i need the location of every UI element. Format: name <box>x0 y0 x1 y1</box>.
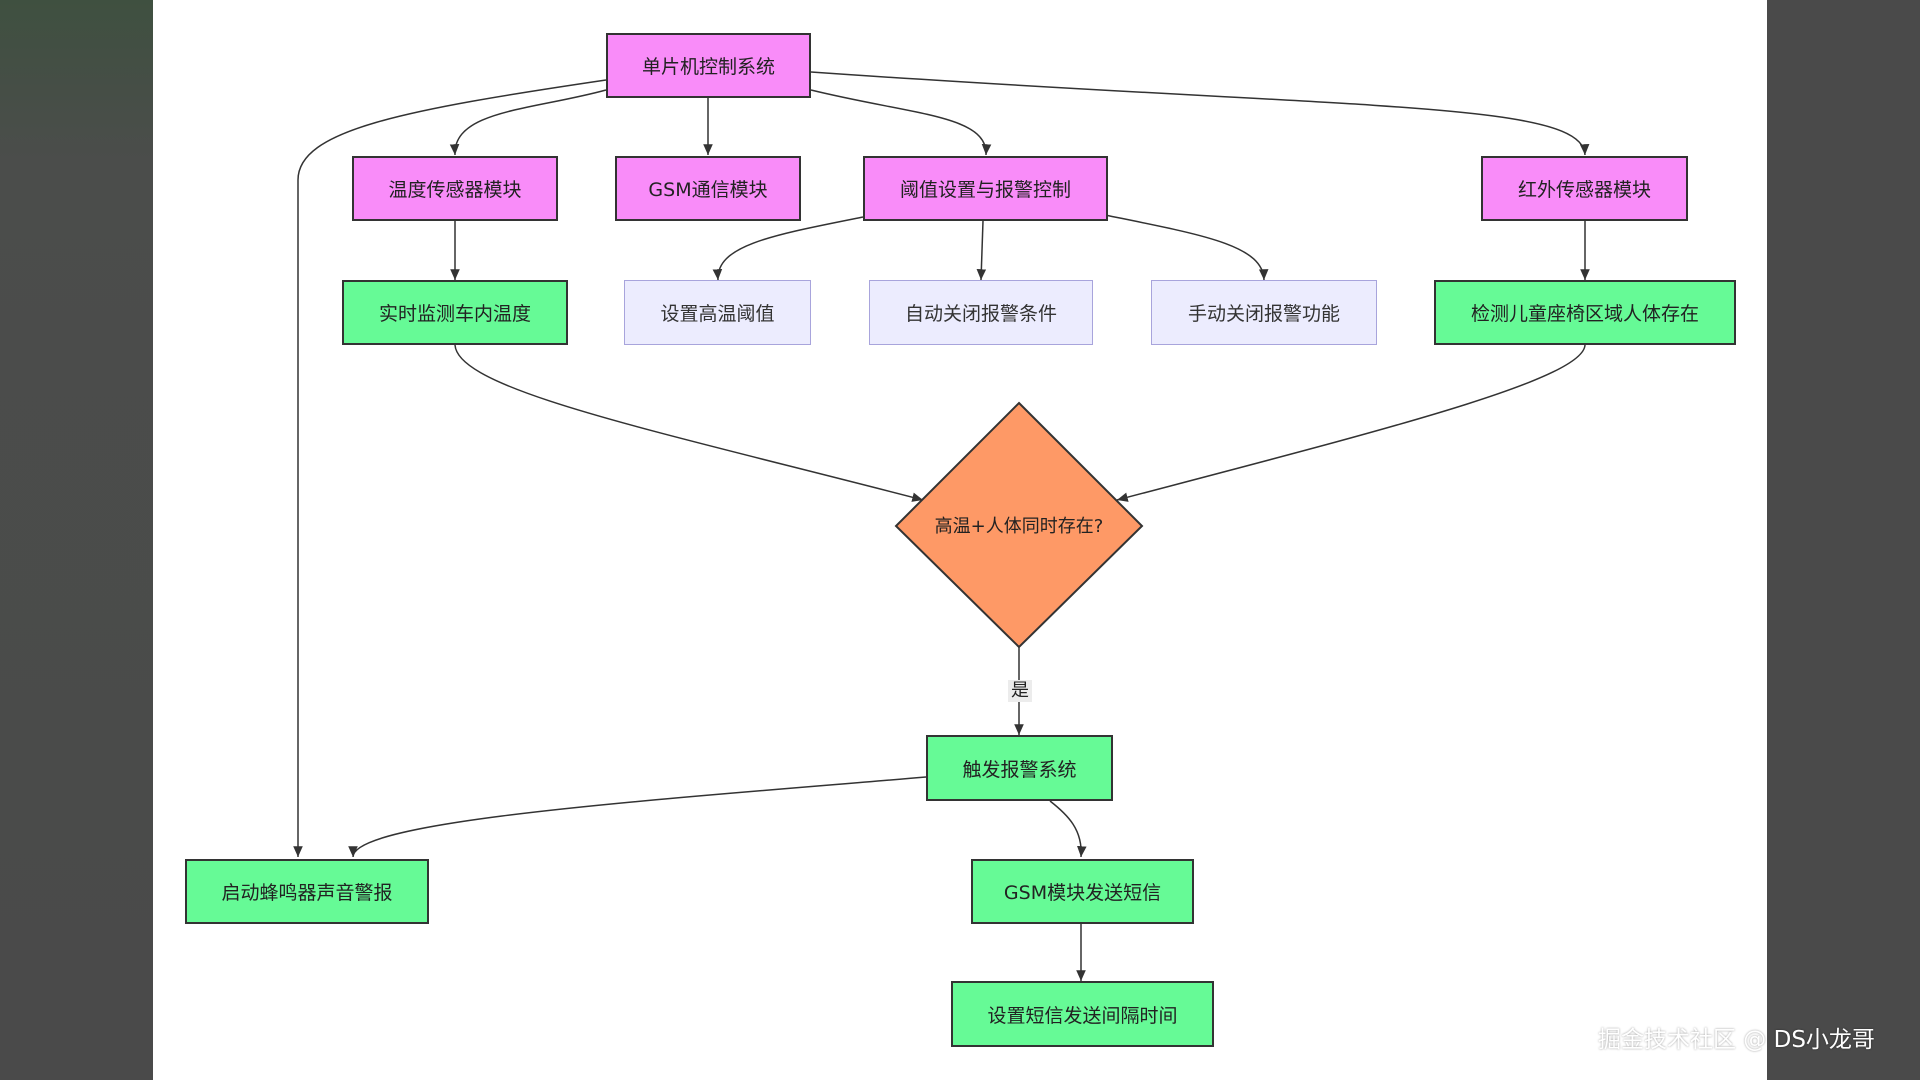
monitor-temp-node: 实时监测车内温度 <box>342 280 568 345</box>
temp-sensor-node: 温度传感器模块 <box>352 156 558 221</box>
mcu-node: 单片机控制系统 <box>606 33 811 98</box>
edge-detect-decision <box>1116 344 1586 502</box>
edge-threshold-auto <box>976 220 987 281</box>
edge-threshold-manual <box>1104 214 1269 281</box>
diagram-canvas: 单片机控制系统 温度传感器模块 GSM通信模块 阈值设置与报警控制 红外传感器模… <box>153 0 1767 1080</box>
edge-trigger-sms <box>1049 800 1087 858</box>
left-frame <box>0 0 153 1080</box>
detect-human-node: 检测儿童座椅区域人体存在 <box>1434 280 1736 345</box>
gsm-sms-node: GSM模块发送短信 <box>971 859 1194 924</box>
ir-sensor-node: 红外传感器模块 <box>1481 156 1688 221</box>
auto-off-node: 自动关闭报警条件 <box>869 280 1093 345</box>
watermark: 掘金技术社区 @ DS小龙哥 <box>1598 1027 1875 1053</box>
edge-trigger-buzzer <box>348 776 927 858</box>
edge-threshold-set <box>712 216 864 281</box>
edge-monitor-decision <box>454 344 924 502</box>
decision-label: 高温+人体同时存在? <box>934 516 1104 537</box>
edge-mcu-ir <box>810 71 1590 156</box>
sms-interval-node: 设置短信发送间隔时间 <box>951 981 1214 1047</box>
edge-mcu-temp <box>449 89 607 156</box>
right-frame <box>1767 0 1920 1080</box>
yes-edge-label: 是 <box>1008 680 1032 702</box>
threshold-control-node: 阈值设置与报警控制 <box>863 156 1108 221</box>
edge-mcu-threshold <box>810 89 992 156</box>
set-threshold-node: 设置高温阈值 <box>624 280 811 345</box>
decision-diamond <box>894 401 1144 649</box>
buzzer-node: 启动蜂鸣器声音警报 <box>185 859 429 924</box>
gsm-module-node: GSM通信模块 <box>615 156 801 221</box>
trigger-alarm-node: 触发报警系统 <box>926 735 1113 801</box>
manual-off-node: 手动关闭报警功能 <box>1151 280 1377 345</box>
edge-mcu-buzzer <box>293 79 607 857</box>
